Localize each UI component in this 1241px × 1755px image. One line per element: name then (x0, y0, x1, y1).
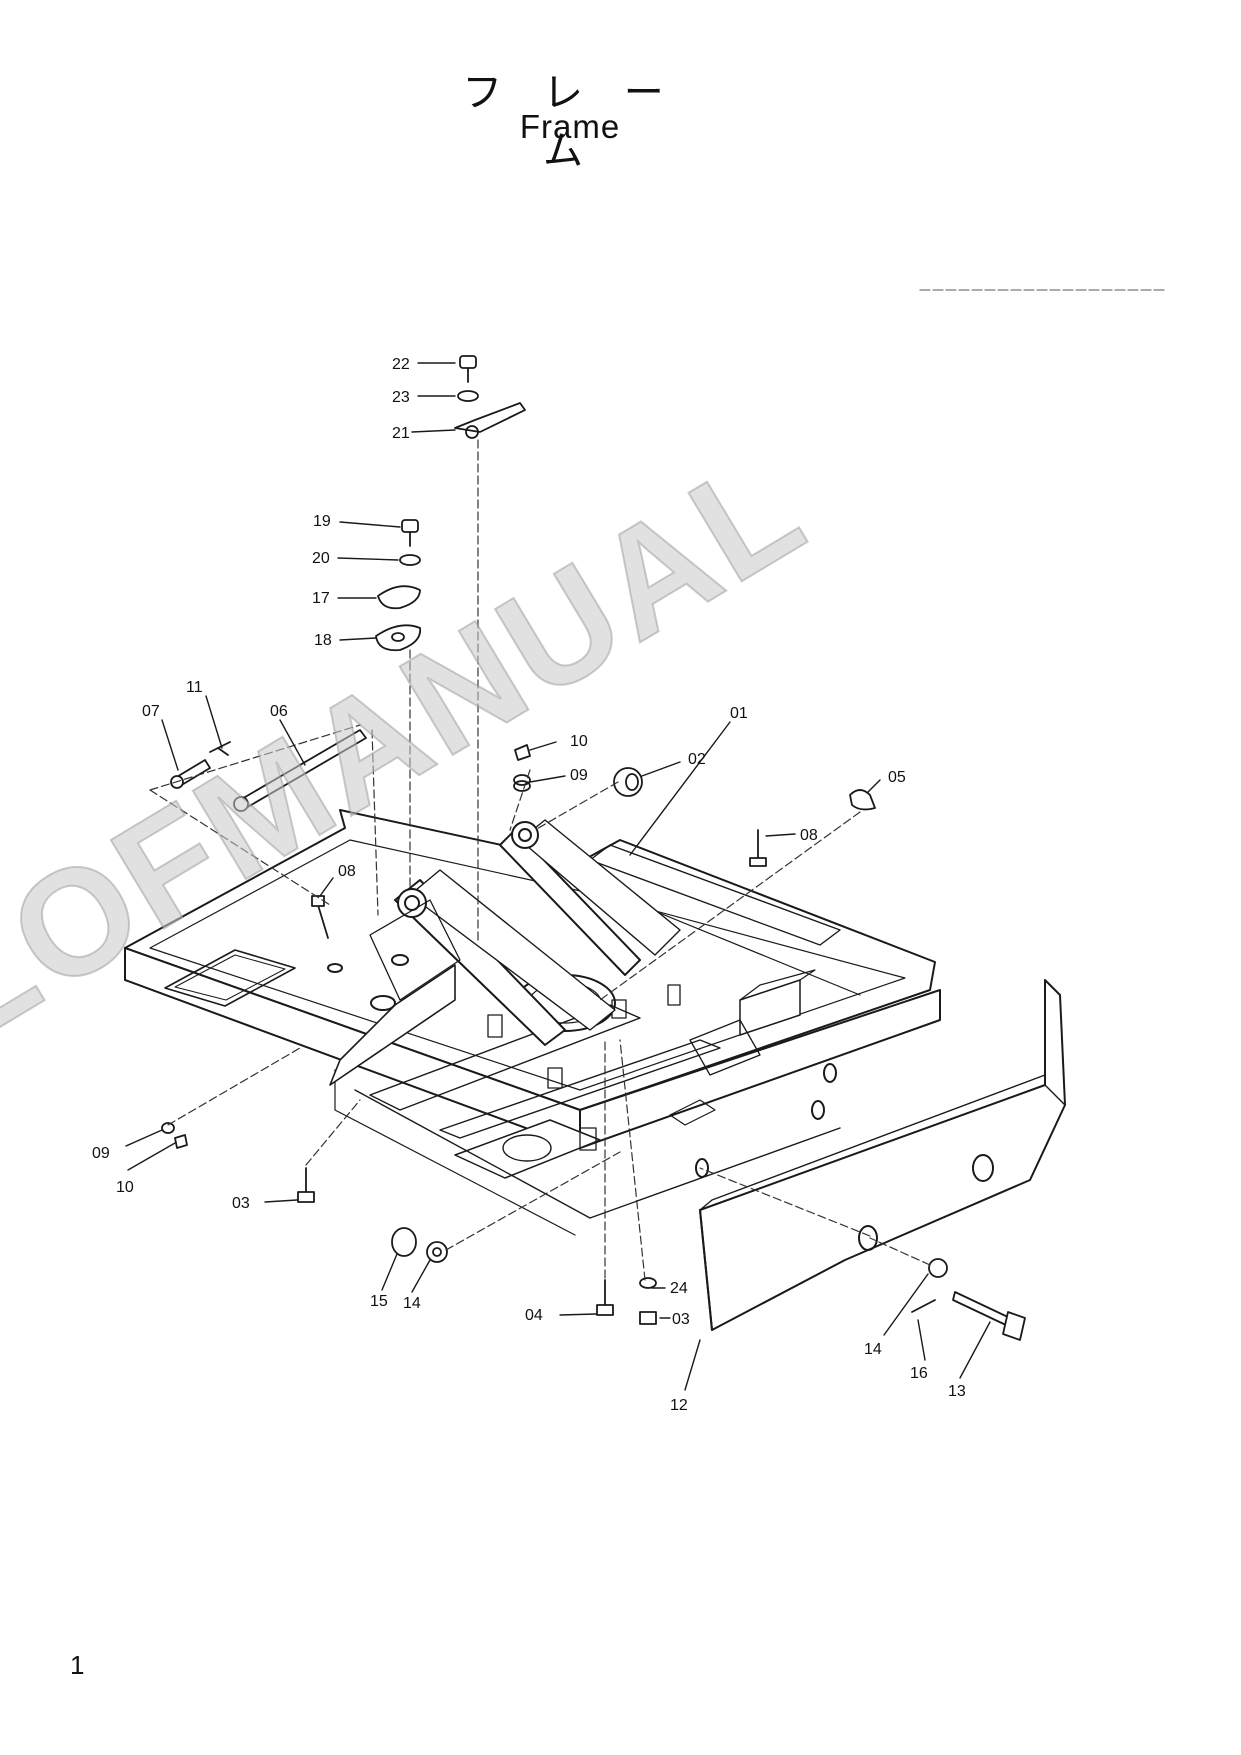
callout-label: 23 (392, 389, 410, 406)
callout-label: 14 (864, 1341, 882, 1358)
callout-label: 11 (186, 679, 203, 696)
callout-label: 19 (313, 513, 331, 530)
callout-label: 04 (525, 1307, 543, 1324)
callout-label: 24 (670, 1280, 688, 1297)
callout-label: 06 (270, 703, 288, 720)
callout-label: 07 (142, 703, 160, 720)
page-number: 1 (70, 1650, 85, 1680)
title-japanese: フ レ ー ム (462, 70, 678, 174)
callout-label: 08 (338, 863, 356, 880)
callout-label: 18 (314, 632, 332, 649)
callout-label: 22 (392, 356, 410, 373)
callout-label: 09 (570, 767, 588, 784)
callout-label: 20 (312, 550, 330, 567)
callout-label: 14 (403, 1295, 421, 1312)
callout-label: 10 (116, 1179, 134, 1196)
callout-label: 21 (392, 425, 410, 442)
callout-labels: 22 23 21 19 20 17 18 11 07 06 01 10 09 0… (92, 356, 966, 1414)
callout-label: 15 (370, 1293, 388, 1310)
callout-label: 10 (570, 733, 588, 750)
callout-label: 05 (888, 769, 906, 786)
assembly-lines (149, 439, 931, 1281)
callout-label: 03 (672, 1311, 690, 1328)
leader-lines (125, 362, 991, 1391)
callout-label: 02 (688, 751, 706, 768)
callout-label: 09 (92, 1145, 110, 1162)
callout-label: 13 (948, 1383, 966, 1400)
callout-label: 16 (910, 1365, 928, 1382)
counterweight (699, 979, 1066, 1331)
callout-label: 17 (312, 590, 330, 607)
callout-label: 08 (800, 827, 818, 844)
callout-label: 03 (232, 1195, 250, 1212)
callout-label: 01 (730, 705, 748, 722)
boom-support-arms (329, 819, 681, 1086)
title-english: Frame (519, 108, 621, 145)
callout-label: 12 (670, 1397, 688, 1414)
